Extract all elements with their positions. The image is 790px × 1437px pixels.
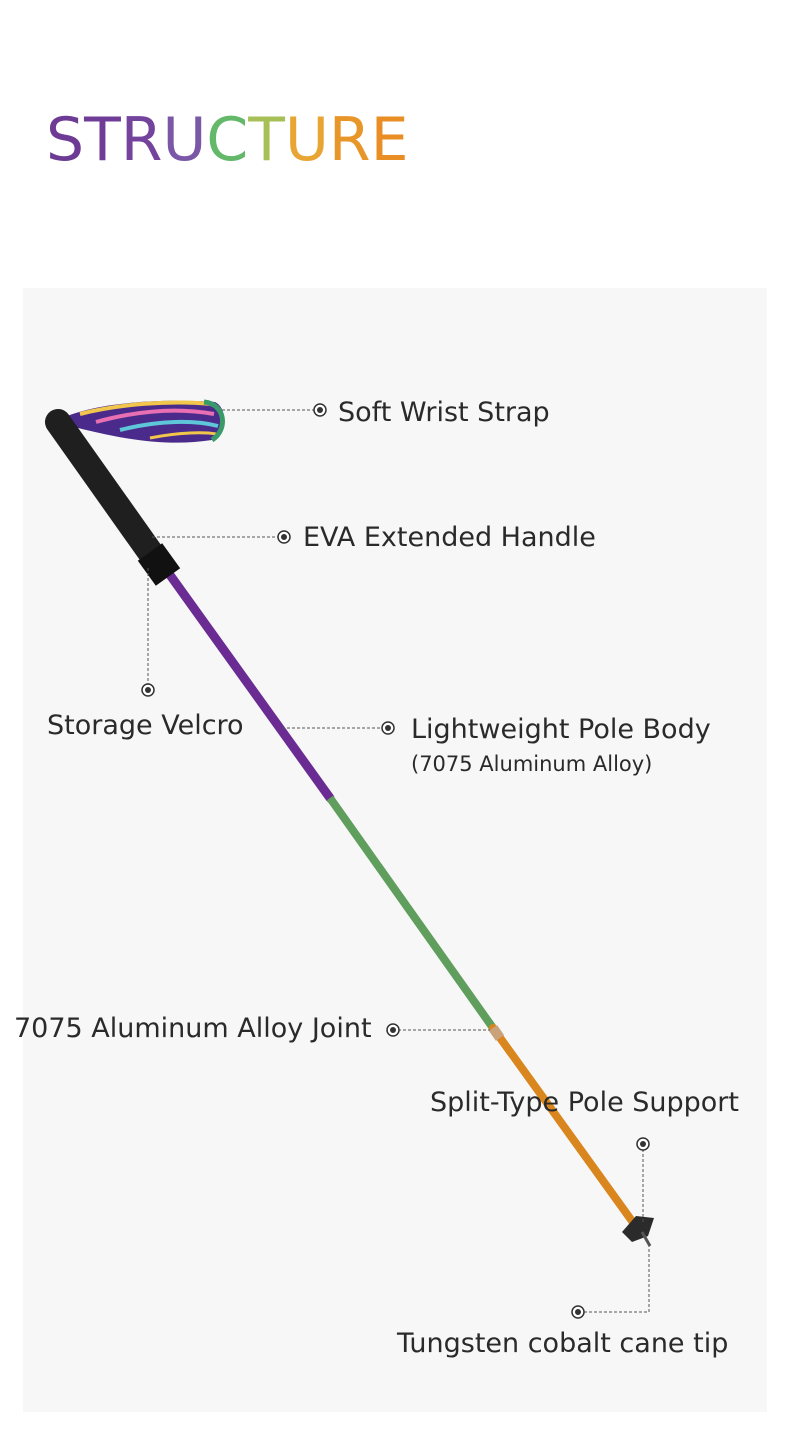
title-letter: E [370,105,409,175]
wrist-strap-illustration [58,399,225,443]
title-letter: S [46,105,85,175]
label-alloy-joint: 7075 Aluminum Alloy Joint [14,1013,372,1044]
eva-handle-illustration [45,409,173,579]
leader-lines [147,409,650,1313]
label-pole-body-material: (7075 Aluminum Alloy) [411,752,653,776]
label-pole-support: Split-Type Pole Support [430,1087,739,1118]
page-title: STRUCTURE [46,100,408,180]
title-letter: R [120,105,163,175]
label-eva-handle: EVA Extended Handle [303,522,596,553]
handle-collar [137,543,181,586]
joint-collar [488,1025,505,1041]
pole-purple-section [160,563,335,803]
label-storage-velcro: Storage Velcro [47,710,244,741]
title-letter: U [284,105,329,175]
label-pole-body: Lightweight Pole Body [411,714,711,745]
label-wrist-strap: Soft Wrist Strap [338,397,550,428]
pole-green-section [326,795,497,1031]
label-cane-tip: Tungsten cobalt cane tip [397,1328,729,1359]
title-letter: T [84,105,121,175]
title-letter: C [206,105,249,175]
title-letter: R [328,105,371,175]
pole-basket-illustration [622,1216,654,1247]
pole-orange-section [489,1024,641,1232]
title-letter: U [162,105,207,175]
title-letter: T [248,105,285,175]
